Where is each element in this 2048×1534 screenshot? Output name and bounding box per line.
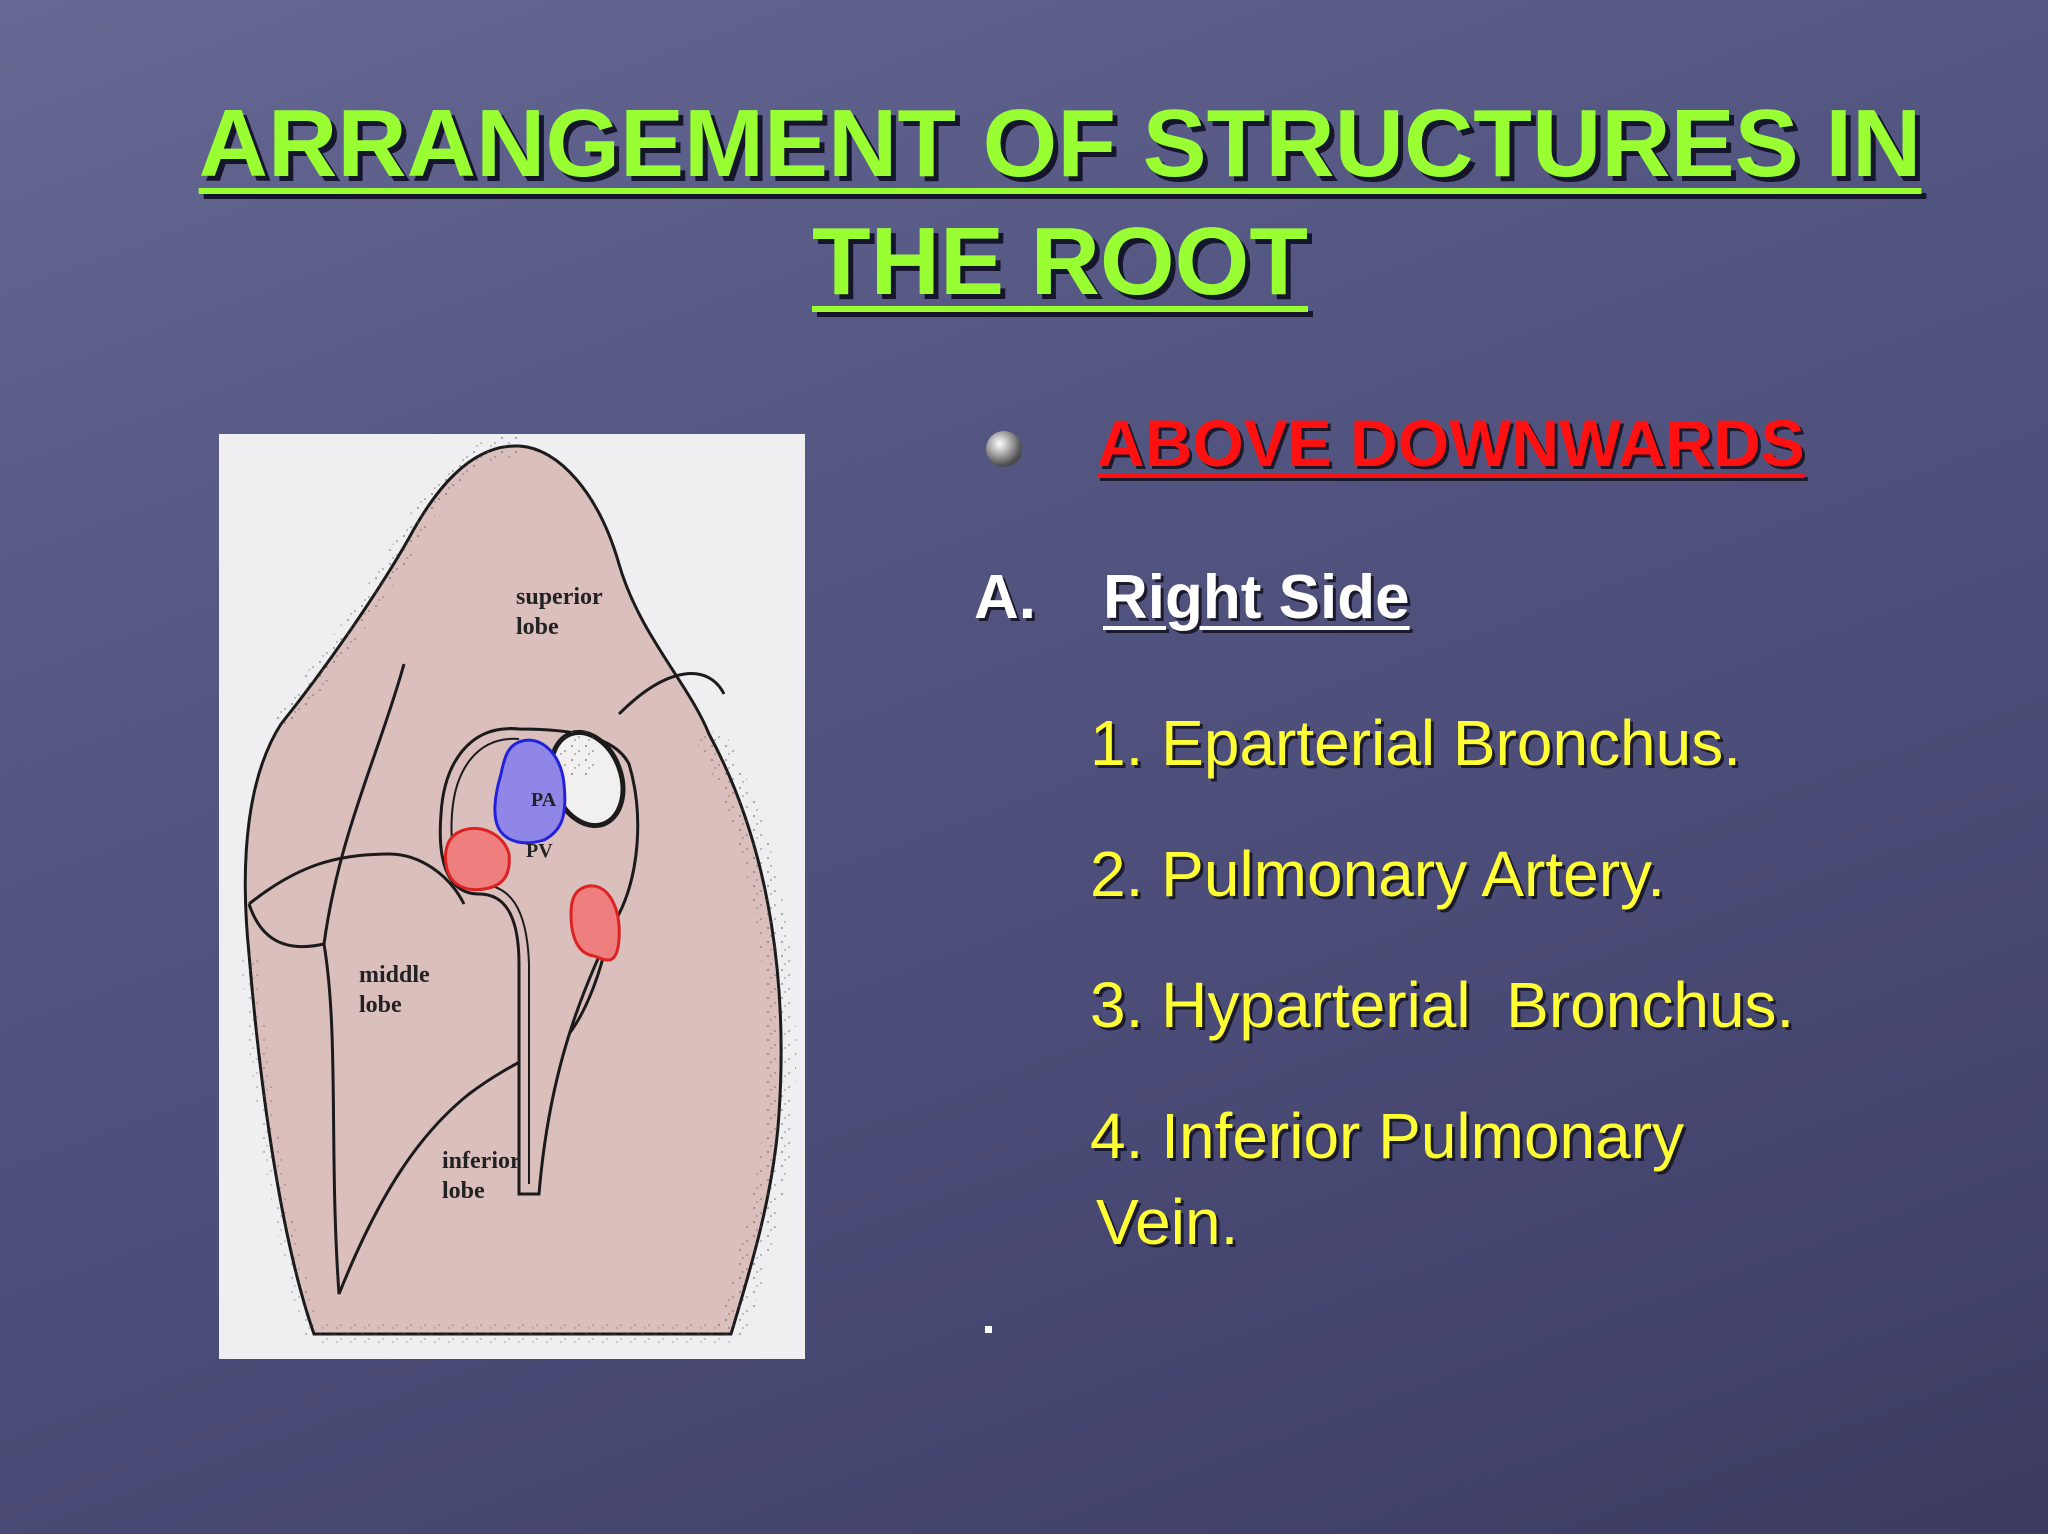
list-item-3: 3. Hyparterial Bronchus. (1090, 969, 1795, 1041)
list-item-4: 4. Inferior Pulmonary (1090, 1100, 1685, 1172)
superior-lobe-label: superior (516, 584, 603, 610)
oblique-fissure (322, 943, 570, 1295)
middle-lobe-label: middle (359, 962, 430, 988)
pa-label: PA (531, 789, 557, 811)
horizontal-fissure (248, 852, 466, 906)
bullet-heading: ABOVE DOWNWARDS (1097, 406, 1805, 480)
section-label: Right Side (1103, 563, 1410, 632)
lung-root-diagram: superior lobe middle lobe inferior lobe … (219, 434, 805, 1359)
superior-lobe-label-2: lobe (516, 614, 559, 640)
list-item-1: 1. Eparterial Bronchus. (1090, 707, 1741, 779)
pulmonary-artery-shape (493, 738, 567, 845)
pv-label: PV (526, 840, 553, 862)
inferior-lobe-label-2: lobe (442, 1178, 485, 1204)
pulmonary-vein-shape (444, 826, 511, 892)
sphere-bullet-icon (986, 431, 1022, 467)
inferior-lobe-label: inferior (442, 1148, 521, 1174)
middle-lobe-label-2: lobe (359, 992, 402, 1018)
list-item-4-continued: Vein. (1096, 1186, 1239, 1258)
trailing-mark (985, 1326, 992, 1333)
section-marker: A. (974, 563, 1036, 632)
list-item-2: 2. Pulmonary Artery. (1090, 838, 1666, 910)
slide-title: ARRANGEMENT OF STRUCTURES IN THE ROOT (198, 90, 1922, 315)
inferior-vein-shape (569, 884, 621, 962)
